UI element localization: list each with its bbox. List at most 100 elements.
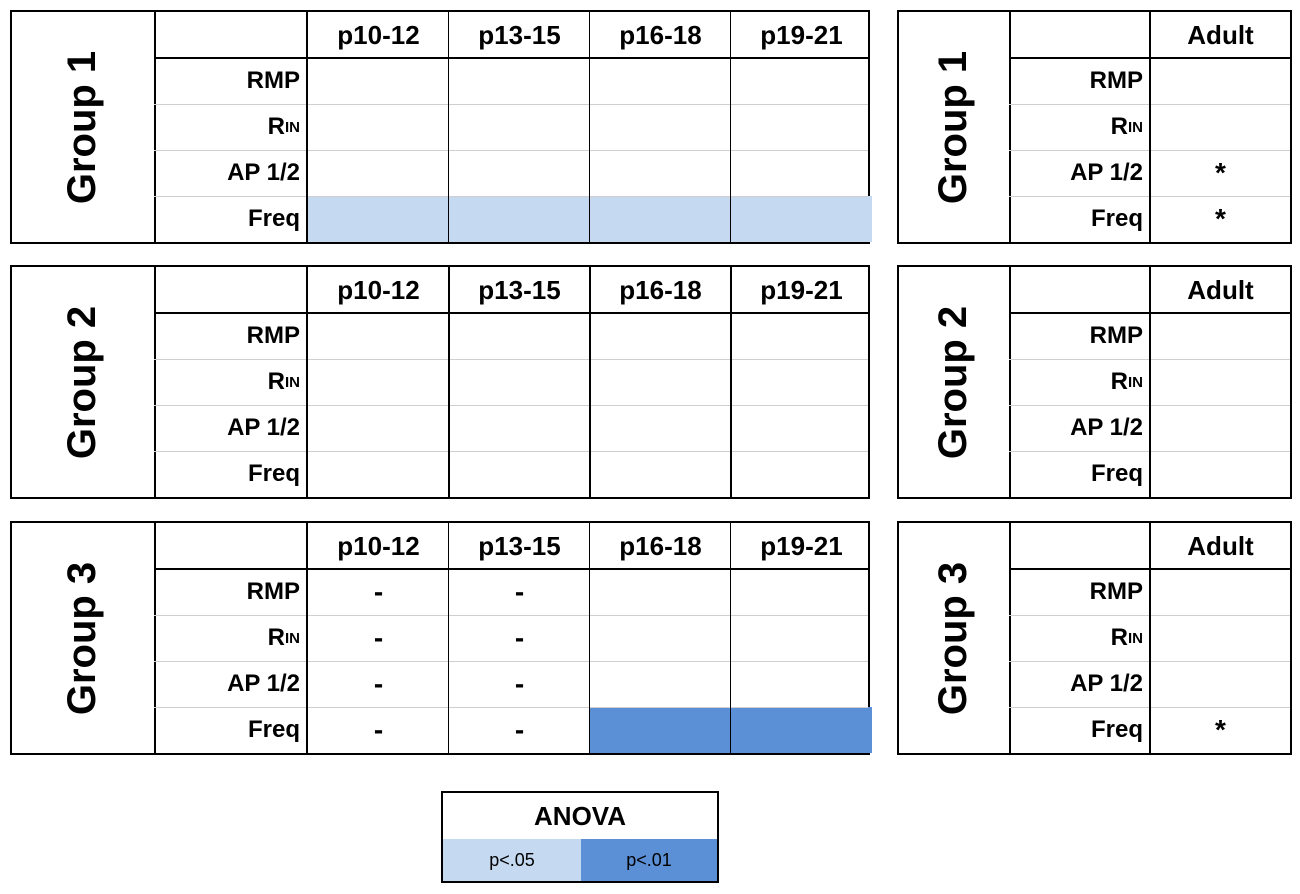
rin-label-subscript: IN bbox=[285, 629, 300, 647]
group-2-adult-label: Group 2 bbox=[899, 267, 1011, 497]
group-1-cell bbox=[449, 104, 590, 150]
group-2-adult-row-label: AP 1/2 bbox=[1070, 414, 1143, 441]
group-3-cell: - bbox=[514, 714, 525, 745]
group-3-row-rule bbox=[154, 615, 868, 616]
rin-label-main: R bbox=[267, 624, 285, 651]
group-3-label-text: Group 3 bbox=[60, 561, 105, 715]
group-2-adult-cell bbox=[1151, 405, 1290, 451]
group-1-col-header: p16-18 bbox=[619, 19, 702, 50]
group-2-cell bbox=[308, 359, 449, 405]
legend-title: ANOVA bbox=[443, 793, 717, 841]
group-2-header-rule bbox=[154, 312, 868, 314]
group-1-row-label: RMP bbox=[246, 67, 300, 94]
group-3-adult-row-label: AP 1/2 bbox=[1070, 670, 1143, 697]
group-2-cell bbox=[590, 451, 731, 497]
group-1-adult-label: Group 1 bbox=[899, 12, 1011, 242]
group-1-row-label: Freq bbox=[247, 205, 300, 232]
group-3-cell-fill-3-2 bbox=[590, 707, 731, 753]
group-2-cell bbox=[308, 451, 449, 497]
group-1-adult-row-label: AP 1/2 bbox=[1070, 159, 1143, 186]
group-3-row-label: AP 1/2 bbox=[227, 670, 300, 697]
legend-label-p01: p<.01 bbox=[626, 849, 672, 870]
group-2-row-label: Freq bbox=[247, 460, 300, 487]
group-1-cell bbox=[590, 150, 731, 196]
group-2-cell bbox=[449, 313, 590, 359]
rin-label-main: R bbox=[1110, 113, 1128, 140]
group-1-row-rule bbox=[154, 150, 868, 151]
group-2-row-label: AP 1/2 bbox=[227, 414, 300, 441]
rin-label-subscript: IN bbox=[285, 118, 300, 136]
rin-label-subscript: IN bbox=[1128, 629, 1143, 647]
group-1-col-divider bbox=[448, 12, 449, 242]
group-1-cell bbox=[449, 196, 590, 242]
rin-label-main: R bbox=[267, 368, 285, 395]
group-3-cell bbox=[731, 661, 872, 707]
group-3-cell: - bbox=[514, 668, 525, 699]
group-1-cell bbox=[308, 104, 449, 150]
group-3-cell: - bbox=[373, 622, 384, 653]
group-3-cell bbox=[590, 707, 731, 753]
group-2-col-header: p10-12 bbox=[337, 274, 420, 305]
group-2-cell bbox=[731, 405, 872, 451]
group-2-cell bbox=[449, 359, 590, 405]
group-1-cell bbox=[449, 58, 590, 104]
group-1-adult-divider bbox=[1149, 12, 1151, 242]
group-1-cell-fill-3-2 bbox=[590, 196, 731, 242]
group-2-row-rule bbox=[154, 451, 868, 452]
legend-swatch-p05: p<.05 bbox=[443, 839, 583, 881]
group-2-adult-divider bbox=[1149, 267, 1151, 497]
group-3-row-label: RMP bbox=[246, 578, 300, 605]
group-3-adult-cell bbox=[1151, 569, 1290, 615]
group-2-col-header: p13-15 bbox=[478, 274, 561, 305]
legend-swatch-p01: p<.01 bbox=[581, 839, 717, 881]
group-1-cell bbox=[590, 196, 731, 242]
group-2-adult-row-label: Freq bbox=[1090, 460, 1143, 487]
group-1-cell bbox=[731, 150, 872, 196]
group-3-adult-cell bbox=[1151, 661, 1290, 707]
group-3-adult-row-label: RMP bbox=[1089, 578, 1143, 605]
group-1-cell bbox=[731, 104, 872, 150]
group-1-adult-row-label: RMP bbox=[1089, 67, 1143, 94]
group-1-col-header: p13-15 bbox=[478, 19, 561, 50]
group-1-col-header: p19-21 bbox=[760, 19, 843, 50]
group-2-col-divider bbox=[589, 267, 591, 497]
group-2-adult-cell bbox=[1151, 313, 1290, 359]
group-2-cell bbox=[731, 451, 872, 497]
group-2-col-divider bbox=[448, 267, 450, 497]
group-3-adult-cell bbox=[1151, 615, 1290, 661]
group-3-col-divider bbox=[730, 523, 731, 753]
group-3-col-header: p13-15 bbox=[478, 530, 561, 561]
group-1-cell bbox=[308, 196, 449, 242]
group-2-col-header: p19-21 bbox=[760, 274, 843, 305]
group-2-adult-cell bbox=[1151, 359, 1290, 405]
group-3-cell: - bbox=[373, 714, 384, 745]
group-1-cell bbox=[308, 58, 449, 104]
group-3-cell bbox=[590, 661, 731, 707]
group-3-cell-fill-3-3 bbox=[731, 707, 872, 753]
group-1-adult-row-label: Freq bbox=[1090, 205, 1143, 232]
group-1-cell bbox=[590, 58, 731, 104]
group-1-adult-cell bbox=[1151, 58, 1290, 104]
group-2-cell bbox=[449, 405, 590, 451]
group-2-col-header: p16-18 bbox=[619, 274, 702, 305]
group-1-row-label: AP 1/2 bbox=[227, 159, 300, 186]
rin-label-main: R bbox=[1110, 624, 1128, 651]
rin-label-main: R bbox=[1110, 368, 1128, 395]
group-2-cell bbox=[731, 359, 872, 405]
group-1-rowlabel-divider bbox=[306, 12, 308, 242]
group-3-rowlabel-divider bbox=[306, 523, 308, 753]
group-1-adult-cell: * bbox=[1215, 157, 1226, 188]
group-1-cell-fill-3-3 bbox=[731, 196, 872, 242]
group-1-label-text: Group 1 bbox=[60, 50, 105, 204]
group-2-adult-label-text: Group 2 bbox=[931, 305, 976, 459]
group-3-adult-divider bbox=[1149, 523, 1151, 753]
group-1-col-header: p10-12 bbox=[337, 19, 420, 50]
